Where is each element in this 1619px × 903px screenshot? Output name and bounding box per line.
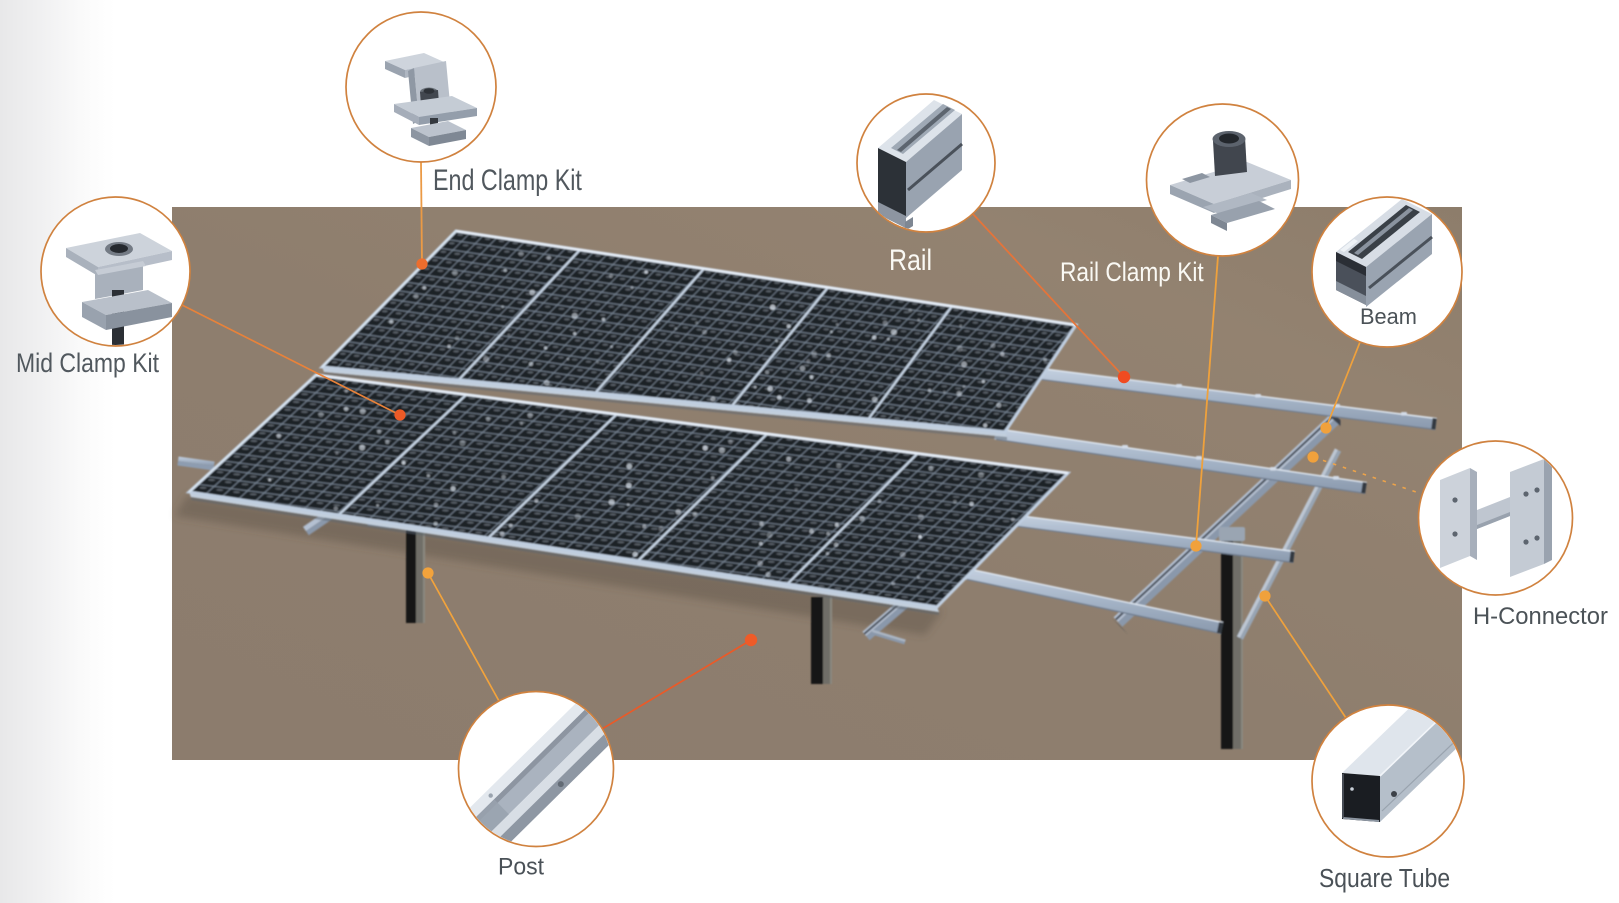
svg-text:Rail Clamp Kit: Rail Clamp Kit (1060, 258, 1204, 287)
svg-text:Mid Clamp Kit: Mid Clamp Kit (16, 348, 159, 378)
svg-text:Rail: Rail (889, 243, 932, 276)
svg-text:Square Tube: Square Tube (1319, 865, 1450, 894)
svg-text:End Clamp Kit: End Clamp Kit (433, 163, 582, 196)
svg-text:H-Connector: H-Connector (1473, 603, 1608, 630)
svg-text:Post: Post (498, 853, 544, 879)
svg-text:Beam: Beam (1360, 304, 1417, 329)
